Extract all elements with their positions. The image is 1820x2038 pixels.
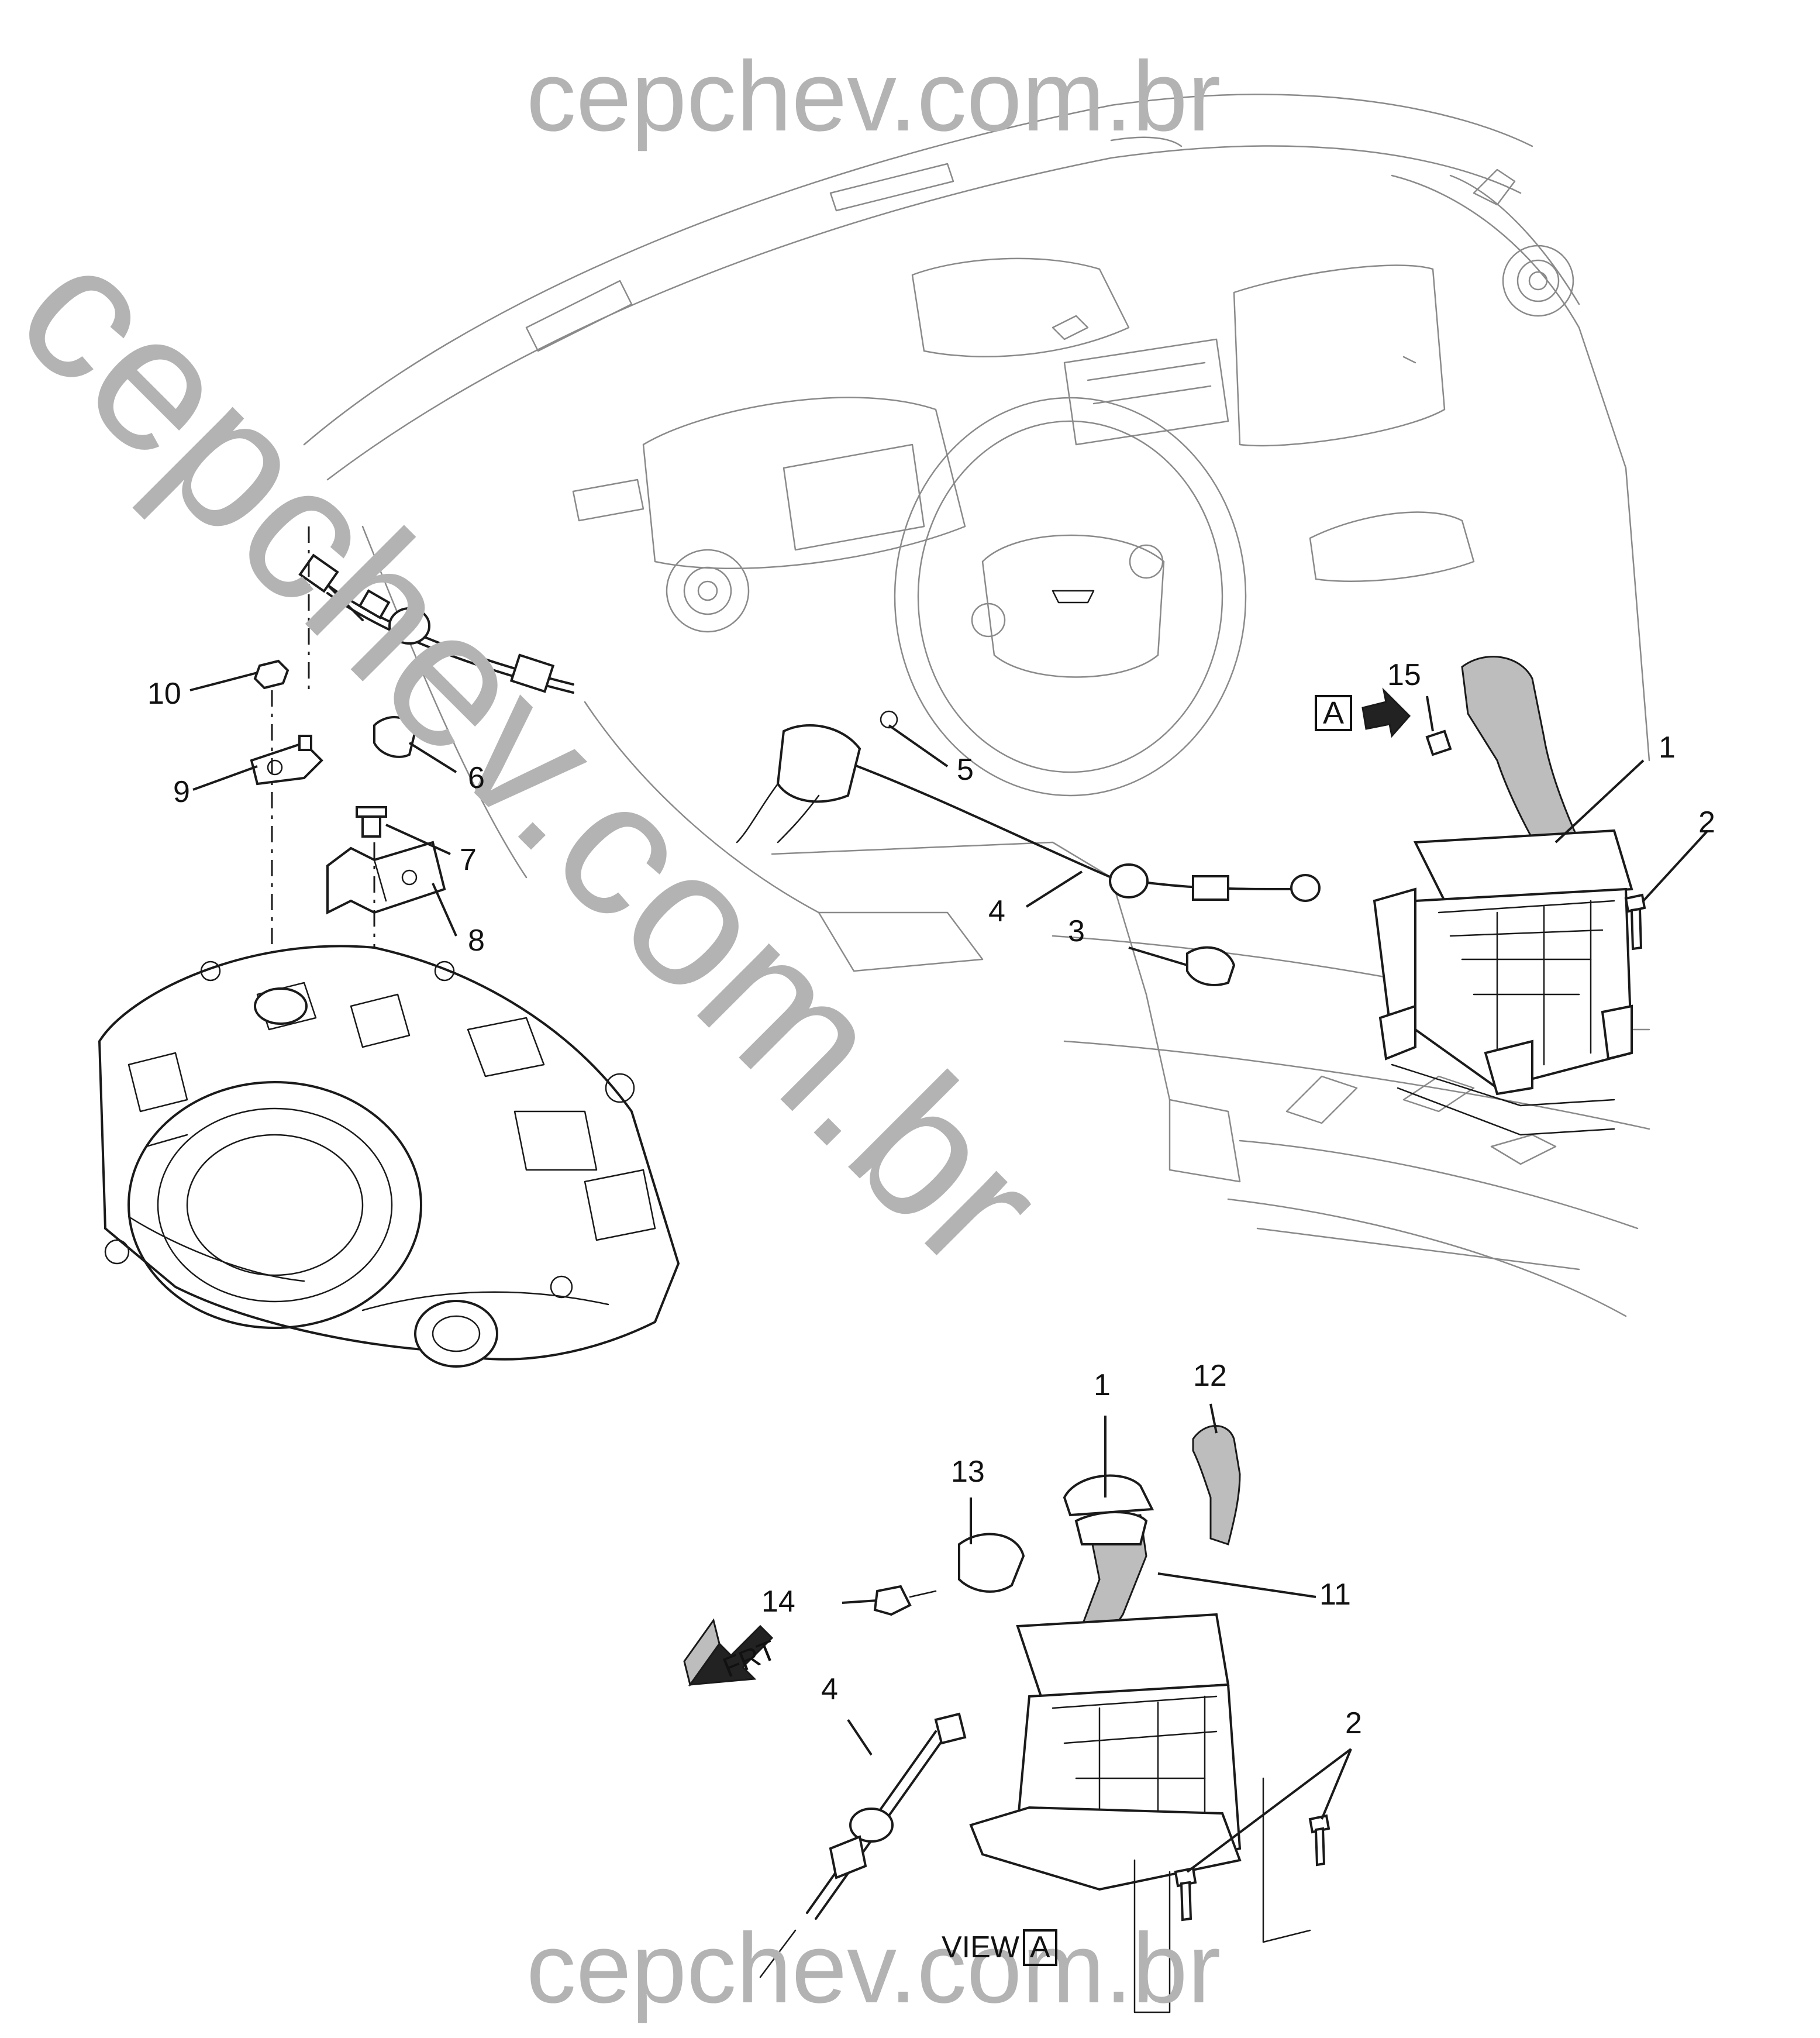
callout-3: 3 bbox=[1068, 914, 1085, 948]
callout-4-lower: 4 bbox=[821, 1672, 838, 1706]
callout-13: 13 bbox=[951, 1455, 985, 1489]
transaxle bbox=[98, 945, 680, 1368]
callout-2-lower: 2 bbox=[1345, 1706, 1362, 1740]
shift-control-exploded bbox=[969, 1474, 1311, 2013]
leader-lines bbox=[189, 672, 1709, 1873]
front-direction-arrow bbox=[683, 1618, 774, 1687]
callout-1-upper: 1 bbox=[1659, 731, 1676, 765]
view-caption-text: VIEW bbox=[942, 1930, 1019, 1964]
callout-4-upper: 4 bbox=[988, 894, 1005, 928]
callout-12: 12 bbox=[1193, 1359, 1227, 1393]
cable-clip-lower bbox=[1186, 946, 1236, 986]
knob-button bbox=[958, 1533, 1025, 1593]
shift-control-upper bbox=[1373, 656, 1633, 1136]
retainer-15 bbox=[1425, 729, 1452, 756]
bolt-upper bbox=[1624, 893, 1646, 951]
view-caption-box: A bbox=[1022, 1929, 1057, 1966]
callout-2-upper: 2 bbox=[1698, 805, 1715, 839]
callout-15: 15 bbox=[1387, 658, 1421, 692]
cable-clip-upper bbox=[373, 716, 417, 758]
cable-end-lower bbox=[759, 1712, 967, 1978]
instrument-panel bbox=[303, 94, 1650, 914]
watermark-top: cepchev.com.br bbox=[526, 41, 1221, 152]
knob-pin bbox=[873, 1585, 937, 1616]
nut-and-lever bbox=[250, 659, 323, 786]
callout-6: 6 bbox=[468, 761, 485, 795]
shift-cable-assembly bbox=[298, 553, 1321, 902]
callout-11: 11 bbox=[1319, 1578, 1351, 1612]
knob-cap bbox=[1192, 1425, 1241, 1545]
view-a-marker: A bbox=[1315, 695, 1353, 731]
steering-wheel bbox=[894, 397, 1247, 797]
cable-bracket bbox=[326, 806, 446, 915]
callout-9: 9 bbox=[173, 775, 190, 809]
callout-14: 14 bbox=[761, 1585, 795, 1619]
watermark-bottom: cepchev.com.br bbox=[526, 1913, 1221, 2024]
callout-1-lower: 1 bbox=[1094, 1368, 1111, 1402]
callout-10: 10 bbox=[147, 677, 181, 711]
callout-7: 7 bbox=[460, 843, 477, 877]
bolts-lower bbox=[1174, 1814, 1330, 1922]
view-direction-arrow bbox=[1361, 687, 1411, 738]
callout-8: 8 bbox=[468, 924, 485, 958]
callout-5: 5 bbox=[957, 753, 974, 787]
